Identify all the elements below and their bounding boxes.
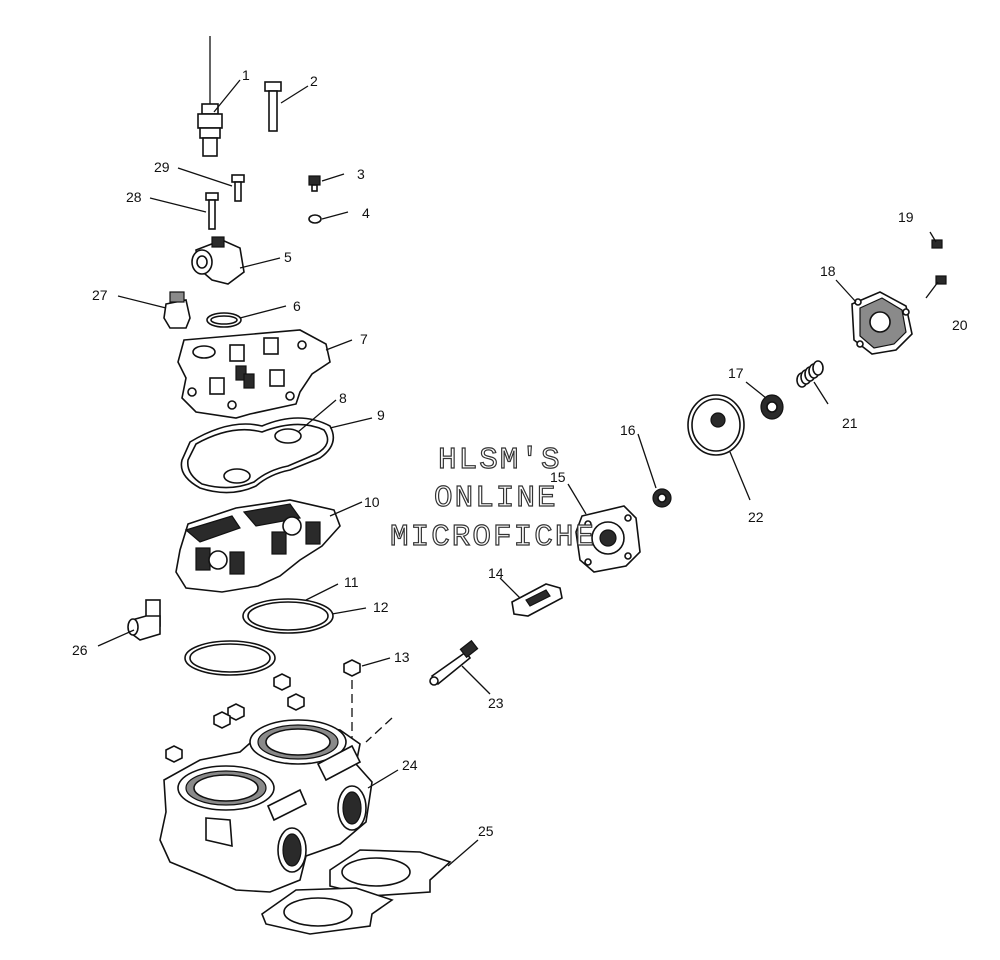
callout-28: 28 [126,189,142,205]
part-10-cylinder-head [175,499,341,593]
callout-18: 18 [820,263,836,279]
callout-1: 1 [242,67,250,83]
watermark-line-3: MICROFICHE [390,520,596,555]
part-13-nuts [165,659,361,763]
callout-15: 15 [550,469,566,485]
watermark-line-2: ONLINE [434,481,558,516]
part-22-diaphragm [687,394,745,456]
part-8-o-rings [223,428,302,484]
callout-20: 20 [952,317,968,333]
part-7-head-cover [177,329,331,419]
part-12-gasket [184,640,276,676]
watermark: HLSM'S ONLINE MICROFICHE [389,442,596,555]
callout-19: 19 [898,209,914,225]
callout-25: 25 [478,823,494,839]
part-27-thermostat [163,291,191,329]
callout-7: 7 [360,331,368,347]
callout-21: 21 [842,415,858,431]
part-26-elbow-fitting [127,599,161,641]
part-6-o-ring [206,312,242,328]
callout-4: 4 [362,205,370,221]
part-20-screw [925,275,947,299]
callout-11: 11 [344,574,359,590]
callout-29: 29 [154,159,170,175]
callout-12: 12 [373,599,389,615]
callout-9: 9 [377,407,385,423]
part-19-screw [929,231,943,249]
part-11-gasket [242,598,334,634]
part-5-thermostat-housing [191,236,245,285]
callout-26: 26 [72,642,88,658]
callout-3: 3 [357,166,365,182]
part-17-retainer [760,394,784,420]
callout-10: 10 [364,494,380,510]
callout-16: 16 [620,422,636,438]
callout-6: 6 [293,298,301,314]
callout-27: 27 [92,287,108,303]
part-15-valve-housing [575,505,641,573]
part-24-cylinder-block [159,719,373,893]
callout-17: 17 [728,365,744,381]
callout-23: 23 [488,695,504,711]
watermark-line-1: HLSM'S [438,443,562,478]
callout-24: 24 [402,757,418,773]
part-14-gasket [511,583,563,617]
part-16-bushing [652,488,672,508]
callout-22: 22 [748,509,764,525]
part-2-bolt [264,81,282,132]
part-18-valve-cover [851,291,913,355]
part-3-screw [308,175,321,192]
part-29-bolt [231,174,245,202]
part-23-sensor [429,639,479,686]
part-9-gasket [180,417,335,494]
part-28-bolt [205,192,219,230]
part-4-washer [308,214,322,224]
callout-labels: 1 2 3 4 5 6 7 8 9 10 11 12 13 14 15 16 1… [72,67,968,839]
part-25-base-gaskets [261,849,452,935]
leader-lines [97,79,857,867]
part-21-spring [796,360,824,388]
callout-5: 5 [284,249,292,265]
callout-14: 14 [488,565,504,581]
callout-2: 2 [310,73,318,89]
callout-8: 8 [339,390,347,406]
callout-13: 13 [394,649,410,665]
part-1-temperature-sensor [197,36,223,157]
